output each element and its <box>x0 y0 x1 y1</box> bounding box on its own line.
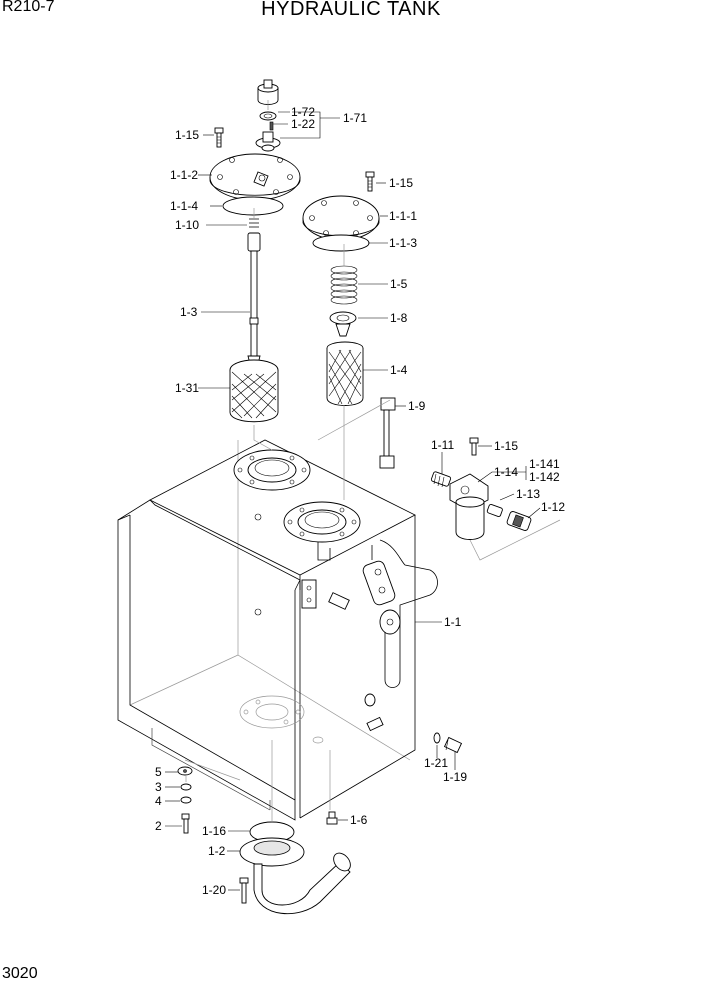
callout-1-16: 1-16 <box>202 824 226 838</box>
callout-1-15-top-right: 1-15 <box>389 176 413 190</box>
drain-plug-1-6 <box>326 811 338 825</box>
bolt-1-15-left <box>214 127 224 148</box>
center-lines <box>184 100 561 822</box>
switch-1-12 <box>506 511 532 531</box>
strainer-1-31 <box>229 359 279 423</box>
callout-1-8: 1-8 <box>390 311 408 325</box>
spring-1-5 <box>330 265 358 305</box>
bolt-1-20 <box>239 877 249 904</box>
callout-1-14: 1-14 <box>494 465 518 479</box>
callout-1-22: 1-22 <box>291 117 315 131</box>
callout-1-15-top-left: 1-15 <box>175 128 199 142</box>
bolt-1-15-right <box>365 171 375 192</box>
filter-assembly-1-14 <box>449 473 489 540</box>
callout-1-10: 1-10 <box>175 218 199 232</box>
cover-1-1-2 <box>209 144 301 201</box>
fitting-1-13 <box>486 503 503 517</box>
callout-1-11: 1-11 <box>431 438 454 452</box>
cover-1-1-1 <box>302 195 380 241</box>
callout-1-1-4: 1-1-4 <box>170 199 198 213</box>
callout-1-12: 1-12 <box>541 500 565 514</box>
model-number: R210-7 <box>2 0 55 15</box>
callout-1-15-filter: 1-15 <box>494 439 518 453</box>
rod-1-3 <box>247 232 261 365</box>
callout-1-4: 1-4 <box>390 363 408 377</box>
page-title: HYDRAULIC TANK <box>261 0 441 20</box>
callout-1-5: 1-5 <box>390 277 408 291</box>
callout-1-1-1: 1-1-1 <box>389 209 417 223</box>
oring-1-1-3 <box>312 234 370 252</box>
callout-1-71: 1-71 <box>343 111 367 125</box>
callout-1-6: 1-6 <box>350 813 368 827</box>
callout-1-20: 1-20 <box>202 883 226 897</box>
cap-assembly-1-71 <box>255 79 281 149</box>
sensor-1-19 <box>443 736 463 754</box>
oring-1-21 <box>433 732 441 744</box>
bolt-2 <box>181 813 190 834</box>
callout-1-141: 1-141 <box>529 457 560 471</box>
callout-1-31: 1-31 <box>175 381 199 395</box>
callout-labels: 1-72 1-22 1-71 1-15 1-1-2 1-1-4 1-10 1-1… <box>155 105 565 897</box>
callout-1-9: 1-9 <box>408 399 426 413</box>
callout-1-72: 1-72 <box>291 105 315 119</box>
callout-1-142: 1-142 <box>529 470 560 484</box>
bolt-1-15-filter <box>469 437 479 456</box>
pipe-1-9 <box>379 397 396 469</box>
elbow-1-2 <box>239 837 351 915</box>
callout-3: 3 <box>155 780 162 794</box>
oring-1-1-4 <box>222 196 284 216</box>
page-number: 3020 <box>2 965 38 982</box>
callout-4: 4 <box>155 794 162 808</box>
washers-3-4-5 <box>177 766 193 804</box>
tank-body-drawing <box>117 439 438 821</box>
callout-1-1: 1-1 <box>444 615 462 629</box>
valve-1-8 <box>329 311 357 337</box>
element-1-4 <box>326 341 364 406</box>
callout-1-2: 1-2 <box>208 844 226 858</box>
leader-lines <box>165 111 541 891</box>
callout-1-1-2: 1-1-2 <box>170 168 198 182</box>
callout-1-21: 1-21 <box>424 756 448 770</box>
callout-1-19: 1-19 <box>443 770 467 784</box>
callout-1-1-3: 1-1-3 <box>389 236 417 250</box>
spring-1-10 <box>249 218 259 228</box>
callout-5: 5 <box>155 765 162 779</box>
callout-1-13: 1-13 <box>516 487 540 501</box>
callout-1-3: 1-3 <box>180 305 198 319</box>
callout-2: 2 <box>155 819 162 833</box>
fitting-1-11 <box>430 471 452 488</box>
